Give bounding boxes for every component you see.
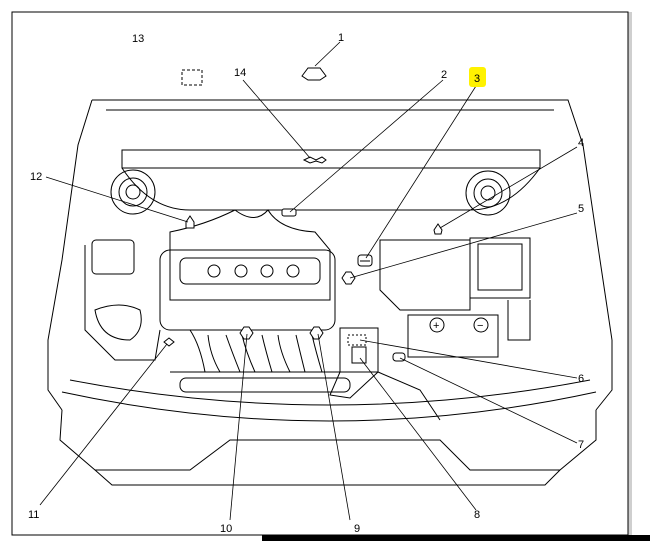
callout-3: 3 — [474, 73, 480, 85]
part-5-icon — [341, 271, 356, 285]
part-14-icon — [302, 156, 327, 164]
callout-3-highlight — [469, 67, 486, 87]
part-6-icon — [347, 334, 367, 346]
callout-14: 14 — [234, 67, 246, 79]
battery-negative: − — [477, 320, 483, 332]
callout-7: 7 — [578, 439, 584, 451]
callout-8: 8 — [474, 509, 480, 521]
part-13-icon — [181, 69, 203, 86]
bottom-border — [262, 535, 650, 541]
part-12-icon — [185, 215, 195, 229]
callout-13: 13 — [132, 33, 144, 45]
callout-11: 11 — [28, 509, 39, 521]
callout-12: 12 — [30, 171, 42, 183]
page-edge — [628, 12, 632, 535]
callout-1: 1 — [338, 32, 344, 44]
callout-5: 5 — [578, 203, 584, 215]
part-4-icon — [433, 223, 443, 235]
part-9-icon — [309, 326, 324, 340]
part-1-icon — [301, 67, 327, 81]
callout-10: 10 — [220, 523, 232, 535]
leader-lines — [39, 41, 578, 521]
engine-block — [159, 209, 351, 393]
callout-6: 6 — [578, 373, 584, 385]
part-10-icon — [239, 326, 254, 340]
diagram-frame — [11, 11, 629, 536]
part-2-icon — [281, 208, 297, 217]
part-symbols — [163, 67, 443, 362]
left-components — [84, 239, 161, 361]
callout-2: 2 — [441, 69, 447, 81]
body-outline — [47, 99, 613, 486]
callout-9: 9 — [354, 523, 360, 535]
part-11-icon — [163, 337, 175, 347]
right-components: + − — [329, 237, 531, 421]
callout-4: 4 — [578, 137, 584, 149]
battery-positive: + — [433, 320, 439, 332]
callout-labels: 1 2 3 4 5 6 7 8 9 10 11 12 13 14 — [28, 32, 584, 535]
